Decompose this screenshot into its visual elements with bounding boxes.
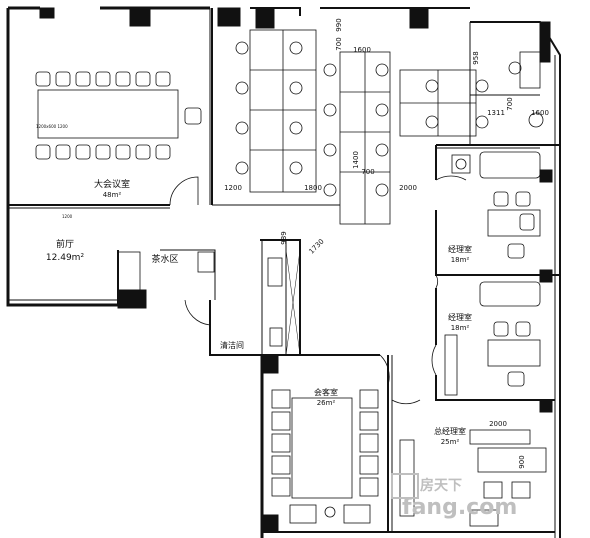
tea-area-name: 茶水区 bbox=[151, 253, 178, 265]
dim-958: 958 bbox=[472, 51, 480, 64]
walls bbox=[6, 6, 561, 538]
gm-room-area: 25m² bbox=[441, 438, 460, 446]
dim-990: 990 bbox=[335, 18, 343, 31]
dim-700-right: 700 bbox=[506, 97, 514, 110]
dim-1200: 1200 bbox=[224, 184, 242, 192]
watermark: 房天下 fang.com bbox=[391, 473, 517, 520]
dim-700-mid: 700 bbox=[361, 168, 374, 176]
workstations-block-3 bbox=[399, 69, 489, 137]
cleaning-shelf bbox=[267, 257, 283, 287]
dim-1600: 1600 bbox=[353, 46, 371, 54]
dim-700-top: 700 bbox=[335, 37, 343, 50]
manager-room-1-name: 经理室 bbox=[448, 244, 472, 254]
tea-cabinet bbox=[117, 251, 141, 291]
reception-furniture bbox=[271, 389, 379, 524]
gm-room-name: 总经理室 bbox=[434, 426, 466, 436]
gm-furniture bbox=[399, 429, 547, 527]
dim-900-gm: 900 bbox=[518, 455, 526, 468]
conference-large-area: 48m² bbox=[103, 191, 122, 199]
manager-room-2-area: 18m² bbox=[451, 324, 470, 332]
doors bbox=[169, 175, 467, 405]
dim-1730: 1730 bbox=[307, 237, 325, 255]
dimension-labels: 1200 1800 2000 700 1400 1600 990 700 958… bbox=[36, 18, 549, 468]
conference-table bbox=[37, 89, 179, 139]
dim-2000-gm: 2000 bbox=[489, 420, 507, 428]
cleaning-room-name: 清洁间 bbox=[220, 340, 244, 350]
reception-room-area: 26m² bbox=[317, 399, 336, 407]
manager-room-1-area: 18m² bbox=[451, 256, 470, 264]
dim-1800: 1800 bbox=[304, 184, 322, 192]
manager-room-2-name: 经理室 bbox=[448, 312, 472, 322]
small-note-2: 1200 bbox=[62, 214, 73, 219]
watermark-text-en: fang.com bbox=[402, 495, 517, 520]
dim-989: 989 bbox=[280, 231, 288, 244]
reception-room-name: 会客室 bbox=[314, 387, 338, 397]
dim-1600-right: 1600 bbox=[531, 109, 549, 117]
dim-1400: 1400 bbox=[352, 151, 360, 169]
manager-room-1-furniture bbox=[451, 151, 541, 259]
workstations-block-2 bbox=[323, 51, 391, 225]
conference-chairs bbox=[35, 71, 202, 160]
watermark-logo-icon bbox=[391, 473, 419, 499]
manager-room-2-furniture bbox=[444, 281, 541, 396]
room-labels: 大会议室 48m² 前厅 12.49m² 茶水区 清洁间 经理室 18m² 经理… bbox=[46, 178, 472, 446]
dim-2000: 2000 bbox=[399, 184, 417, 192]
watermark-text-cn: 房天下 bbox=[420, 477, 462, 494]
lobby-name: 前厅 bbox=[56, 238, 74, 250]
furniture bbox=[35, 29, 547, 527]
dim-1311: 1311 bbox=[487, 109, 505, 117]
workstations-block-1 bbox=[235, 29, 317, 193]
lobby-area: 12.49m² bbox=[46, 253, 85, 263]
small-note-1: 1200x600 1200 bbox=[36, 124, 68, 129]
conference-large-name: 大会议室 bbox=[94, 178, 130, 190]
